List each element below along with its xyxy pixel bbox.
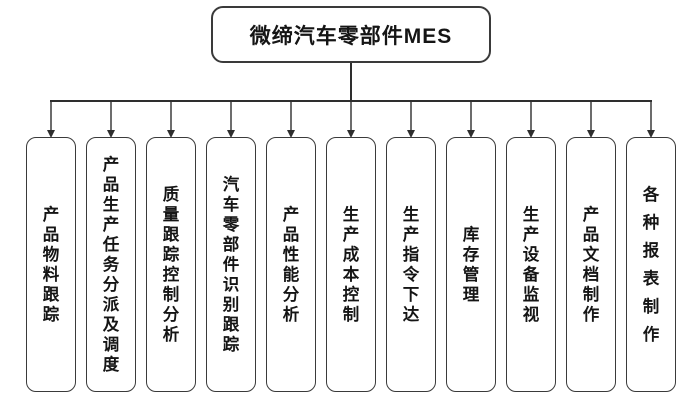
- node-production-cost-control: 生产成本控制: [326, 137, 376, 392]
- connector-arrow: [287, 101, 295, 138]
- node-product-performance-analysis: 产品性能分析: [266, 137, 316, 392]
- connector-arrow: [527, 101, 535, 138]
- node-label: 产品性能分析: [282, 205, 300, 324]
- connector-arrow: [227, 101, 235, 138]
- children-row: 产品物料跟踪 产品生产任务分派及调度 质量跟踪控制分析 汽车零部件识别跟踪 产品…: [26, 137, 676, 392]
- connector-arrow: [347, 101, 355, 138]
- connector-tree: [47, 62, 655, 138]
- node-production-order-issuance: 生产指令下达: [386, 137, 436, 392]
- node-inventory-management: 库存管理: [446, 137, 496, 392]
- node-label: 产品文档制作: [582, 205, 600, 324]
- node-production-task-dispatch-scheduling: 产品生产任务分派及调度: [86, 137, 136, 392]
- node-auto-parts-identification-tracking: 汽车零部件识别跟踪: [206, 137, 256, 392]
- root-node-label: 微缔汽车零部件MES: [249, 24, 453, 48]
- node-label: 生产成本控制: [342, 205, 360, 324]
- node-label: 各种报表制作: [642, 185, 660, 344]
- connector-arrow: [107, 101, 115, 138]
- connector-arrow: [647, 101, 655, 138]
- connector-arrow: [587, 101, 595, 138]
- connector-arrow: [47, 101, 55, 138]
- connector-arrow: [407, 101, 415, 138]
- node-product-document-creation: 产品文档制作: [566, 137, 616, 392]
- root-node: 微缔汽车零部件MES: [211, 6, 491, 63]
- connector-arrow: [167, 101, 175, 138]
- node-quality-tracking-control-analysis: 质量跟踪控制分析: [146, 137, 196, 392]
- node-label: 产品生产任务分派及调度: [102, 155, 120, 374]
- node-product-material-tracking: 产品物料跟踪: [26, 137, 76, 392]
- node-various-report-creation: 各种报表制作: [626, 137, 676, 392]
- connector-arrow: [467, 101, 475, 138]
- node-label: 质量跟踪控制分析: [162, 185, 180, 344]
- node-label: 汽车零部件识别跟踪: [222, 175, 240, 354]
- node-label: 生产指令下达: [402, 205, 420, 324]
- node-label: 生产设备监视: [522, 205, 540, 324]
- node-production-equipment-monitoring: 生产设备监视: [506, 137, 556, 392]
- node-label: 库存管理: [462, 225, 480, 304]
- node-label: 产品物料跟踪: [42, 205, 60, 324]
